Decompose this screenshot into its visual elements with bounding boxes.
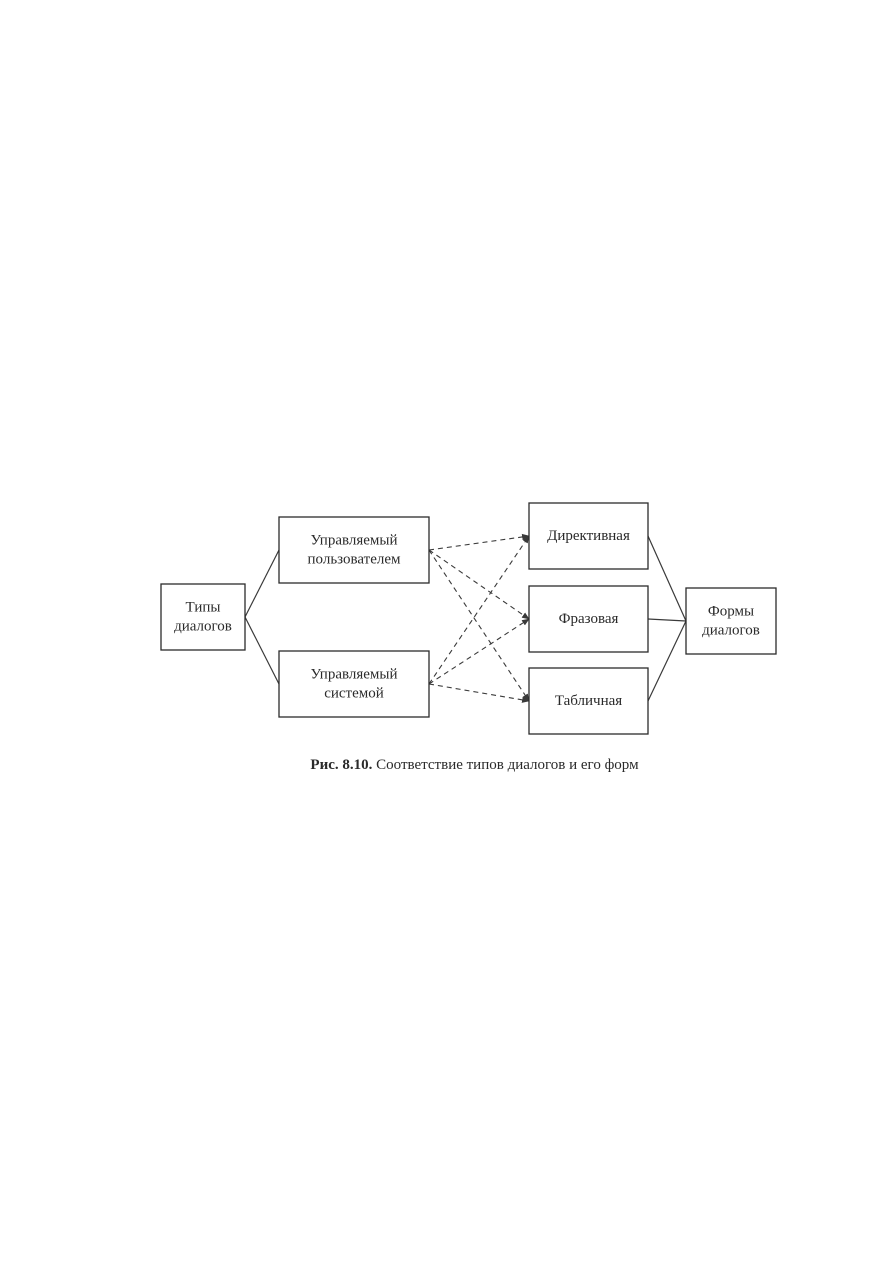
figure-caption-text: Соответствие типов диалогов и его форм bbox=[376, 757, 639, 773]
node-box-user-controlled bbox=[278, 516, 430, 584]
node-box-dialog-forms bbox=[685, 587, 777, 655]
node-label-tabular-0: Табличная bbox=[555, 693, 622, 709]
node-box-dialog-types bbox=[160, 583, 246, 651]
node-dialog-types: Типы диалогов bbox=[160, 583, 246, 651]
node-label-dialog-forms-1: диалогов bbox=[702, 623, 760, 639]
edge-user-controlled-to-directive bbox=[428, 533, 530, 551]
node-user-controlled: Управляемый пользователем bbox=[278, 516, 430, 584]
edge-system-controlled-to-tabular bbox=[428, 683, 530, 703]
edge-user-controlled-to-tabular bbox=[428, 549, 530, 702]
node-box-tabular bbox=[528, 667, 649, 735]
figure-caption-label: Рис. 8.10. bbox=[310, 757, 373, 773]
edge-tabular-to-dialog-forms bbox=[647, 620, 687, 702]
node-dialog-forms: Формы диалогов bbox=[685, 587, 777, 655]
node-directive: Директивная bbox=[528, 502, 649, 570]
node-system-controlled: Управляемый системой bbox=[278, 650, 430, 718]
node-label-user-controlled-1: пользователем bbox=[308, 552, 402, 568]
edge-system-controlled-to-phrasal bbox=[428, 618, 530, 685]
node-tabular: Табличная bbox=[528, 667, 649, 735]
edge-user-controlled-to-phrasal bbox=[428, 549, 530, 620]
node-label-user-controlled-0: Управляемый bbox=[310, 533, 397, 549]
node-label-system-controlled-0: Управляемый bbox=[310, 667, 397, 683]
edge-dialog-types-to-system-controlled bbox=[244, 616, 280, 685]
nodes-layer: ТипыдиалоговУправляемыйпользователемУпра… bbox=[160, 502, 777, 735]
node-label-system-controlled-1: системой bbox=[324, 686, 384, 702]
node-box-directive bbox=[528, 502, 649, 570]
edge-directive-to-dialog-forms bbox=[647, 535, 687, 622]
node-label-dialog-forms-0: Формы bbox=[708, 604, 754, 620]
edge-phrasal-to-dialog-forms bbox=[647, 618, 687, 622]
node-label-directive-0: Директивная bbox=[547, 528, 630, 544]
edge-dialog-types-to-user-controlled bbox=[244, 549, 280, 618]
node-box-system-controlled bbox=[278, 650, 430, 718]
node-label-phrasal-0: Фразовая bbox=[559, 611, 619, 627]
node-phrasal: Фразовая bbox=[528, 585, 649, 653]
edges-layer bbox=[244, 533, 687, 703]
node-label-dialog-types-1: диалогов bbox=[174, 619, 232, 635]
node-label-dialog-types-0: Типы bbox=[186, 600, 221, 616]
figure-caption: Рис. 8.10. Соответствие типов диалогов и… bbox=[0, 757, 893, 774]
node-box-phrasal bbox=[528, 585, 649, 653]
edge-system-controlled-to-directive bbox=[428, 535, 530, 685]
